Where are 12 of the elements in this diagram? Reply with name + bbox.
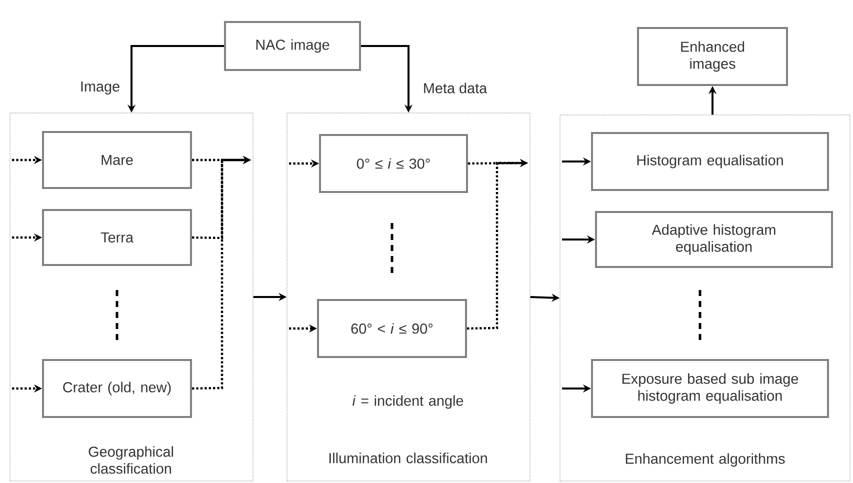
process-box: Mare [42,131,192,189]
process-box: Terra [42,209,192,266]
edge-label: Image [78,80,122,96]
edge-label: Meta data [420,80,490,96]
process-box: NAC image [224,21,361,71]
process-box: Crater (old, new) [42,359,192,418]
process-box: 0° ≤ i ≤ 30° [319,134,468,193]
process-box: Enhanced images [637,27,788,86]
process-box: Histogram equalisation [591,132,829,191]
process-box: Adaptive histogram equalisation [595,211,833,268]
process-box: 60° < i ≤ 90° [317,299,467,358]
process-box: Exposure based sub image histogram equalisation [591,359,829,418]
